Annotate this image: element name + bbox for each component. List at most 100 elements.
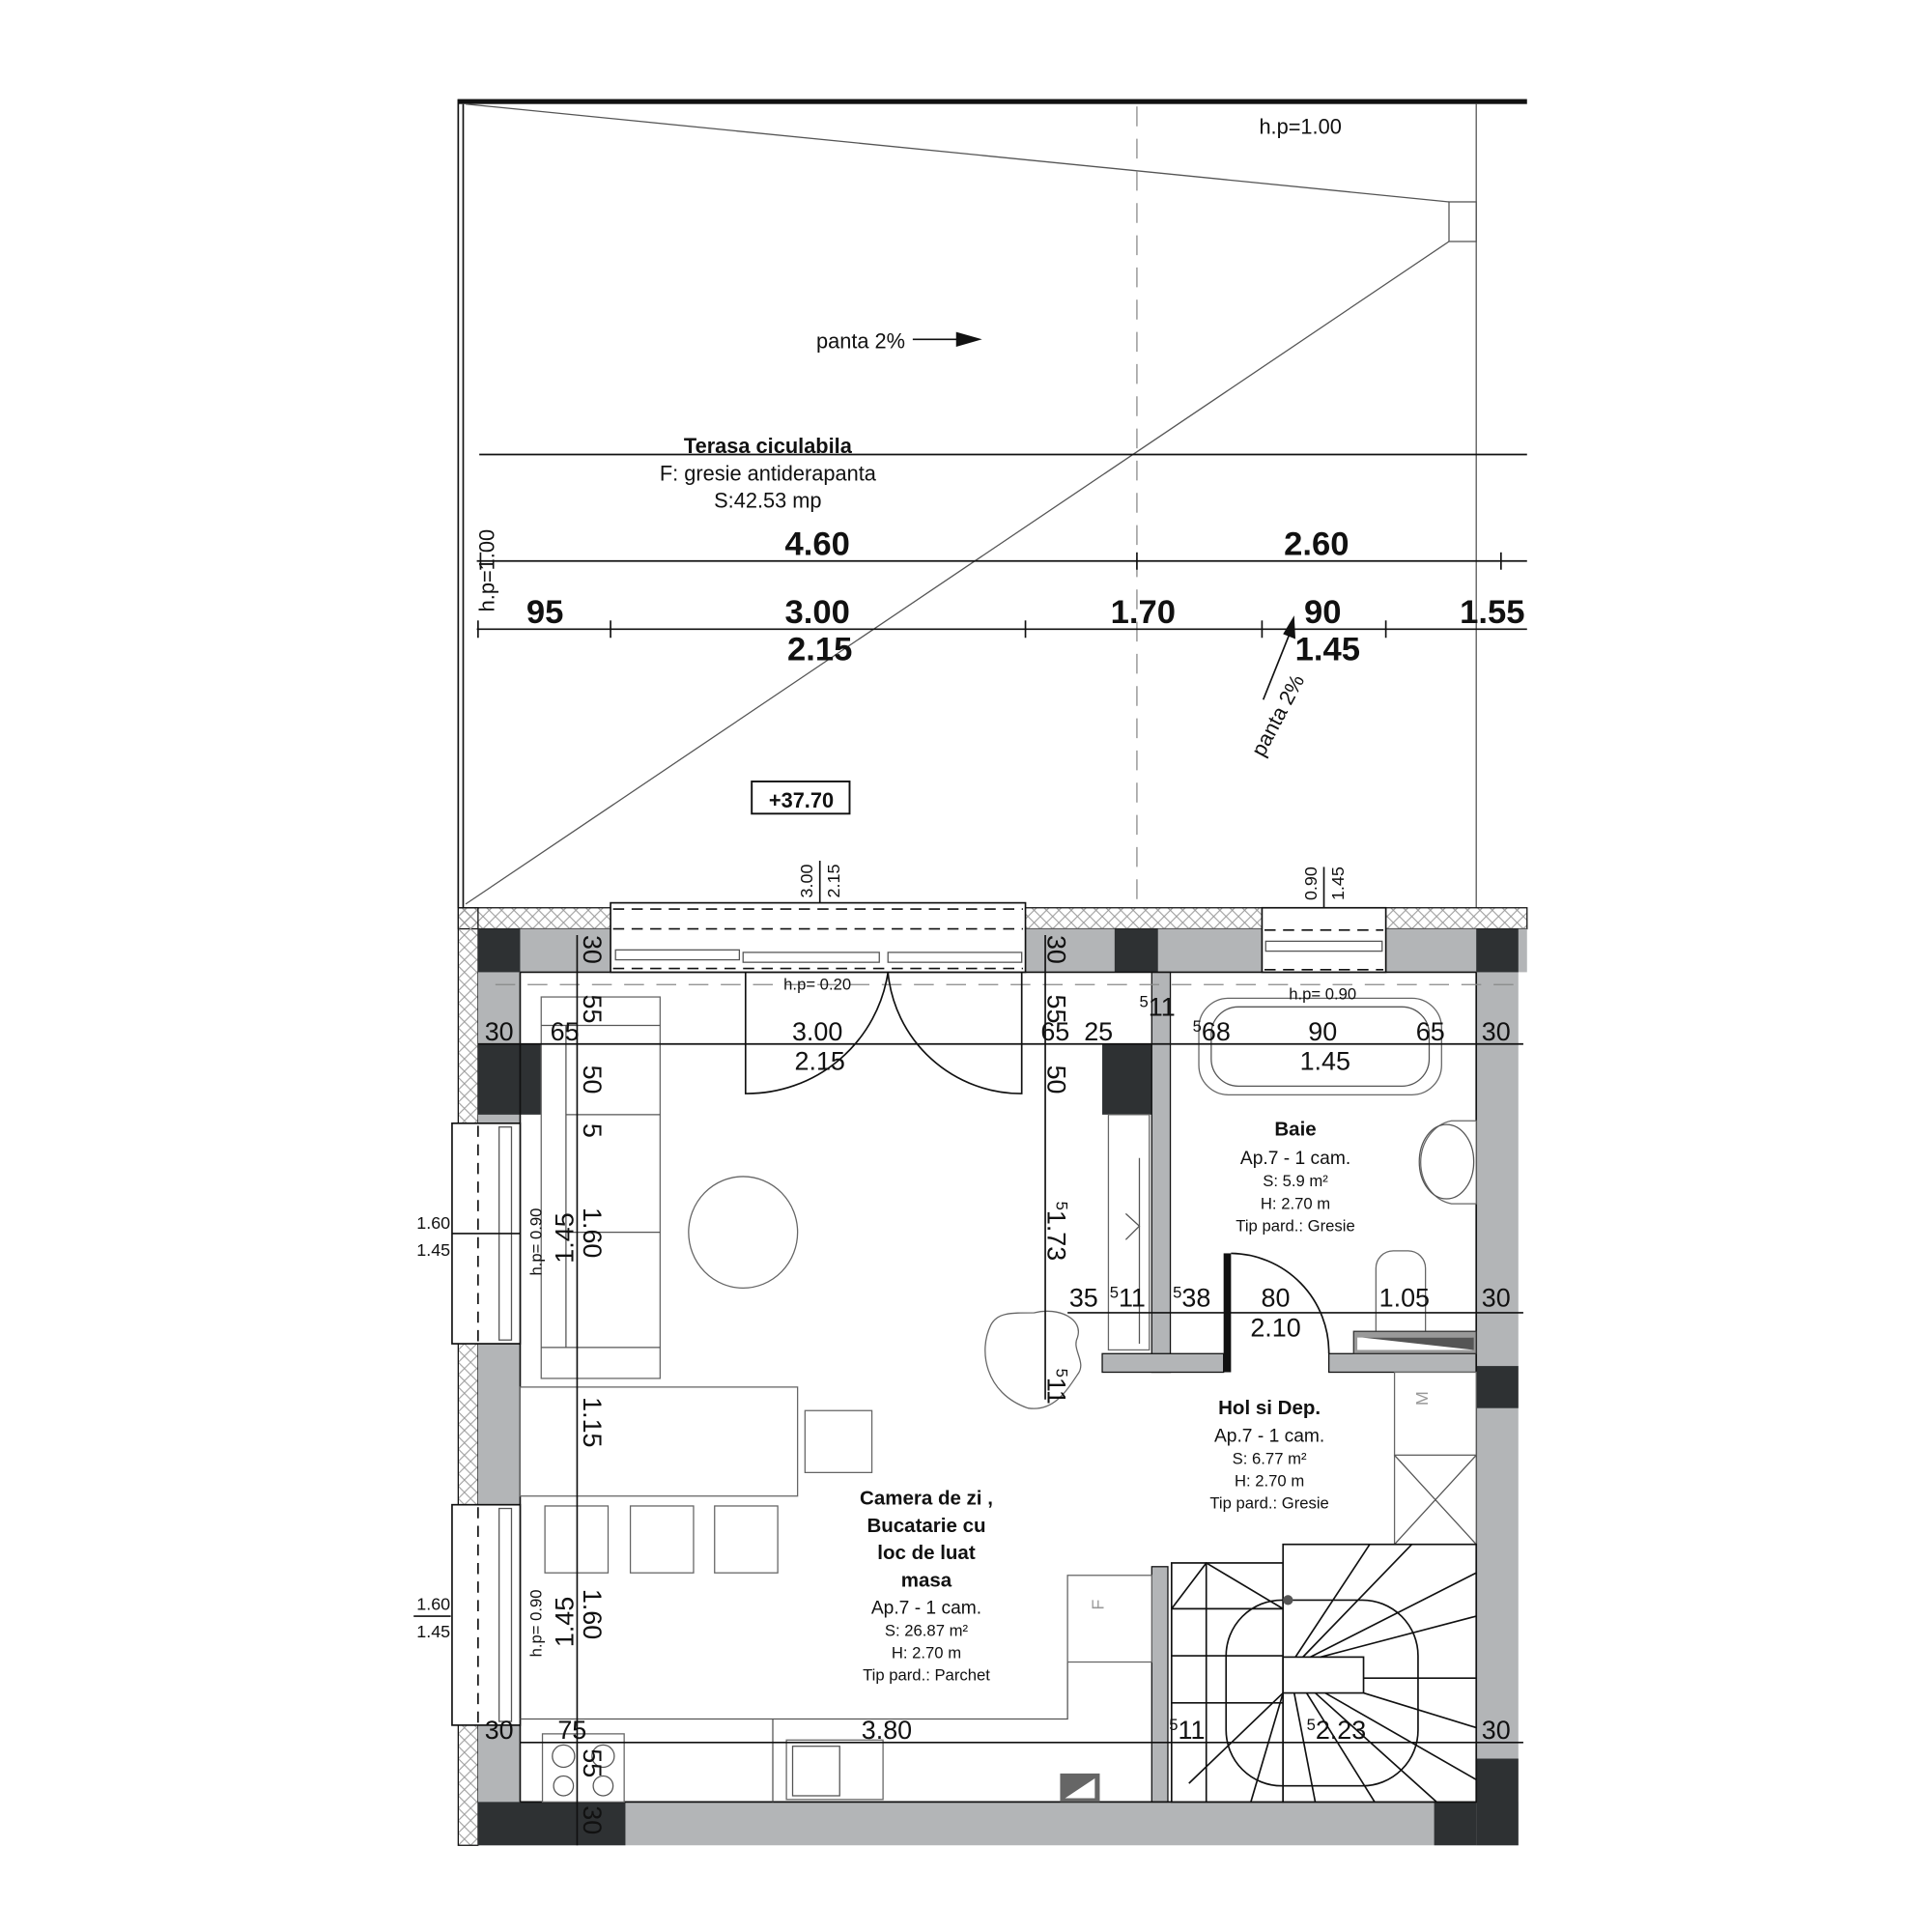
dim: 30 [1482, 1284, 1511, 1313]
dim: 511 [1169, 1716, 1205, 1745]
left-window-1[interactable] [451, 1122, 522, 1345]
dim: 80 [1262, 1284, 1291, 1313]
round-table [688, 1176, 799, 1289]
dim: 55 [1042, 994, 1071, 1023]
room-name: loc de luat [877, 1542, 976, 1564]
room-height: H: 2.70 m [1261, 1194, 1330, 1212]
dim-170: 1.70 [1111, 594, 1176, 631]
slope-arrow-icon [912, 331, 982, 347]
dim-145: 1.45 [1295, 631, 1360, 668]
terrace-hp-label: h.p=1.00 [1259, 114, 1341, 138]
wardrobe [1107, 1114, 1151, 1351]
room-height: H: 2.70 m [1235, 1471, 1304, 1490]
elevation-box [751, 781, 851, 815]
room-name: Bucatarie cu [867, 1515, 985, 1537]
dim: 2.10 [1250, 1313, 1300, 1342]
bathtub [1198, 997, 1442, 1095]
dim: 1.45 [1300, 1047, 1350, 1076]
room-area: S: 5.9 m² [1263, 1172, 1328, 1190]
window-height: 1.45 [416, 1622, 450, 1641]
room-name: masa [901, 1569, 952, 1591]
kitchen-island [519, 1386, 799, 1497]
room-bath: Baie Ap.7 - 1 cam. S: 5.9 m² H: 2.70 m T… [1236, 1119, 1354, 1236]
dim: 1.45 [551, 1212, 580, 1263]
dim: 30 [485, 1716, 514, 1745]
win1-width: 3.00 [797, 865, 816, 898]
dim-90: 90 [1304, 594, 1342, 631]
dim: 30 [1042, 935, 1071, 964]
dim: 30 [1482, 1017, 1511, 1046]
window-width: 1.60 [416, 1595, 450, 1614]
slope-label-2: panta 2% [1246, 670, 1309, 760]
dim-215: 2.15 [787, 631, 852, 668]
slope-label: panta 2% [816, 328, 905, 353]
room-name: Baie [1274, 1119, 1316, 1141]
dim: 3.00 [792, 1017, 842, 1046]
window-width: 1.60 [416, 1213, 450, 1233]
dim: 3.80 [862, 1716, 912, 1745]
room-unit: Ap.7 - 1 cam. [1214, 1426, 1324, 1446]
room-height: H: 2.70 m [892, 1644, 961, 1662]
terrace-area: S:42.53 mp [714, 489, 821, 513]
dim: 1.60 [578, 1208, 607, 1258]
room-living: Camera de zi , Bucatarie cu loc de luat … [860, 1488, 993, 1685]
dim: 511 [1042, 1369, 1071, 1405]
dim: 568 [1193, 1017, 1231, 1046]
hp-label: h.p= 0.90 [526, 1208, 545, 1276]
terrace-finish: F: gresie antiderapanta [660, 461, 877, 485]
sink [785, 1739, 884, 1801]
dim: 65 [551, 1017, 580, 1046]
room-area: S: 6.77 m² [1233, 1449, 1307, 1467]
elevation-mark: +37.70 [769, 788, 834, 812]
dim: 5 [578, 1123, 607, 1138]
terrace-title: Terasa ciculabila [684, 434, 853, 458]
dim: 25 [1084, 1017, 1113, 1046]
dim: 511 [1139, 992, 1175, 1021]
window-height: 1.45 [416, 1240, 450, 1260]
stool [714, 1505, 779, 1574]
hp-label: h.p= 0.90 [1289, 985, 1356, 1004]
dim: 51.73 [1042, 1202, 1071, 1262]
hp-label: h.p= 0.20 [783, 975, 851, 993]
room-unit: Ap.7 - 1 cam. [871, 1599, 981, 1619]
dim-460: 4.60 [784, 526, 849, 562]
dimension-lines [477, 934, 1523, 1846]
room-hall: Hol si Dep. Ap.7 - 1 cam. S: 6.77 m² H: … [1209, 1397, 1328, 1512]
terrace-hp-left: h.p=1.00 [475, 529, 499, 611]
dim: 538 [1173, 1284, 1210, 1313]
dim: 1.45 [551, 1597, 580, 1647]
fridge-label: F [1088, 1600, 1107, 1610]
dim: 75 [557, 1716, 586, 1745]
dim-95: 95 [526, 594, 564, 631]
dim: 35 [1069, 1284, 1098, 1313]
terrace-door-window[interactable] [610, 901, 1027, 1094]
door-swing-right [887, 972, 1023, 1094]
win2-height: 1.45 [1328, 867, 1348, 900]
dim-155: 1.55 [1460, 594, 1524, 631]
interior-dimensions: 30 30 h.p= 0.20 h.p= 0.90 30 65 55 3.00 … [416, 935, 1510, 1834]
staircase[interactable] [1170, 1543, 1478, 1804]
left-window-2[interactable] [413, 1503, 522, 1726]
dim: 511 [1110, 1284, 1146, 1313]
room-floor: Tip pard.: Gresie [1209, 1494, 1328, 1513]
dim: 52.23 [1307, 1716, 1367, 1745]
slope-arrow-2-icon [1262, 615, 1296, 700]
dim-260: 2.60 [1284, 526, 1349, 562]
room-name: Camera de zi , [860, 1488, 993, 1510]
dim: 30 [485, 1017, 514, 1046]
stove [541, 1733, 625, 1804]
dim: 50 [578, 1065, 607, 1094]
plant [984, 1310, 1082, 1409]
stool [804, 1409, 873, 1473]
room-name: Hol si Dep. [1218, 1397, 1321, 1419]
washer-label: M [1412, 1391, 1432, 1406]
dim: 1.60 [578, 1589, 607, 1639]
bathroom-window[interactable] [1261, 906, 1387, 974]
dim: 1.15 [578, 1397, 607, 1447]
furniture [519, 996, 1477, 1804]
dim: 55 [578, 994, 607, 1023]
dim: 2.15 [795, 1047, 845, 1076]
door-swing-left [744, 972, 890, 1094]
room-unit: Ap.7 - 1 cam. [1240, 1149, 1350, 1169]
sofa [540, 996, 661, 1379]
